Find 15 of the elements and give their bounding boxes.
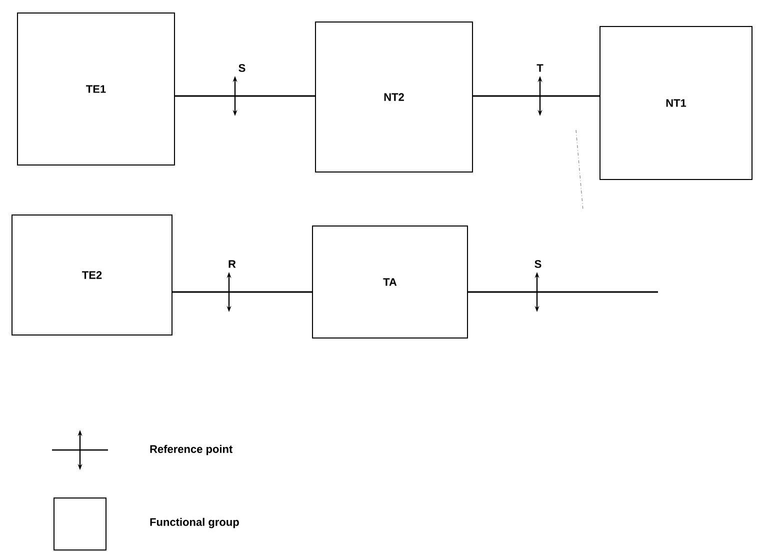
functional-group-box: NT1 (600, 26, 752, 180)
legend-text: Functional group (150, 518, 239, 528)
reference-point-label: T (536, 64, 544, 72)
connection-line (468, 291, 658, 293)
functional-group-box: TE2 (12, 214, 172, 336)
reference-point-label: S (238, 64, 246, 72)
connection-line (473, 95, 600, 97)
functional-group-box: TA (312, 226, 468, 338)
reference-point-label: S (534, 260, 542, 268)
legend-text: Reference point (150, 444, 233, 456)
connection-line (175, 95, 315, 97)
functional-group-box: TE1 (17, 12, 175, 166)
connection-line (172, 291, 312, 293)
functional-group-box: NT2 (315, 22, 473, 172)
reference-point-label: R (228, 260, 236, 268)
